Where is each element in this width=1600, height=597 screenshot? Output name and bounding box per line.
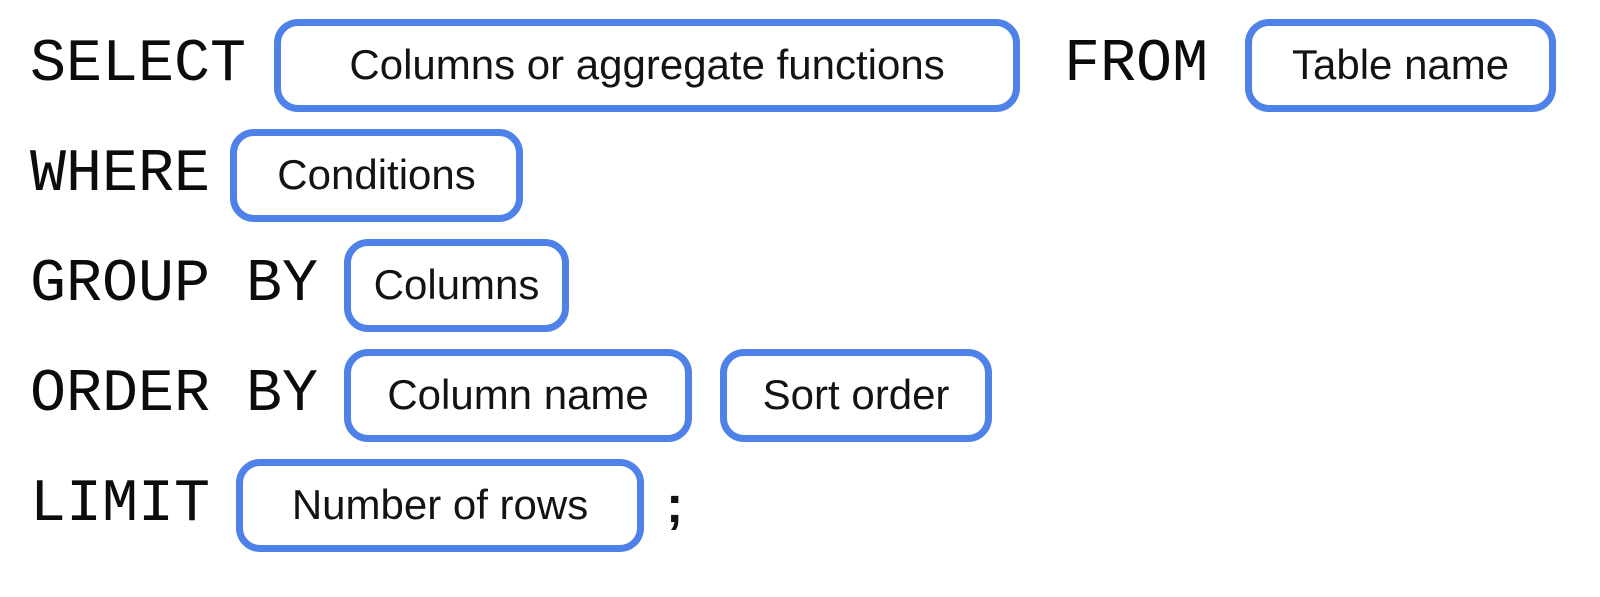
statement-terminator-semicolon: ; — [666, 476, 684, 534]
sql-keyword-where: WHERE — [30, 141, 211, 209]
placeholder-box-sort-order: Sort order — [720, 348, 993, 442]
group-by-row: GROUP BY Columns — [30, 230, 1600, 340]
sql-keyword-select: SELECT — [30, 31, 247, 99]
placeholder-box-columns-or-aggregate-functions: Columns or aggregate functions — [274, 18, 1021, 112]
sql-keyword-from: FROM — [1064, 31, 1209, 99]
where-row: WHERE Conditions — [30, 120, 1600, 230]
placeholder-box-number-of-rows: Number of rows — [236, 458, 645, 552]
sql-keyword-group-by: GROUP BY — [30, 251, 319, 319]
sql-keyword-order-by: ORDER BY — [30, 361, 319, 429]
sql-keyword-limit: LIMIT — [30, 471, 211, 539]
sql-syntax-diagram: SELECT Columns or aggregate functions FR… — [30, 10, 1600, 560]
order-by-row: ORDER BY Column name Sort order — [30, 340, 1600, 450]
placeholder-box-table-name: Table name — [1245, 18, 1557, 112]
limit-row: LIMIT Number of rows ; — [30, 450, 1600, 560]
select-row: SELECT Columns or aggregate functions FR… — [30, 10, 1600, 120]
placeholder-box-column-name: Column name — [344, 348, 693, 442]
placeholder-box-conditions: Conditions — [230, 128, 524, 222]
placeholder-box-columns: Columns — [344, 238, 570, 332]
